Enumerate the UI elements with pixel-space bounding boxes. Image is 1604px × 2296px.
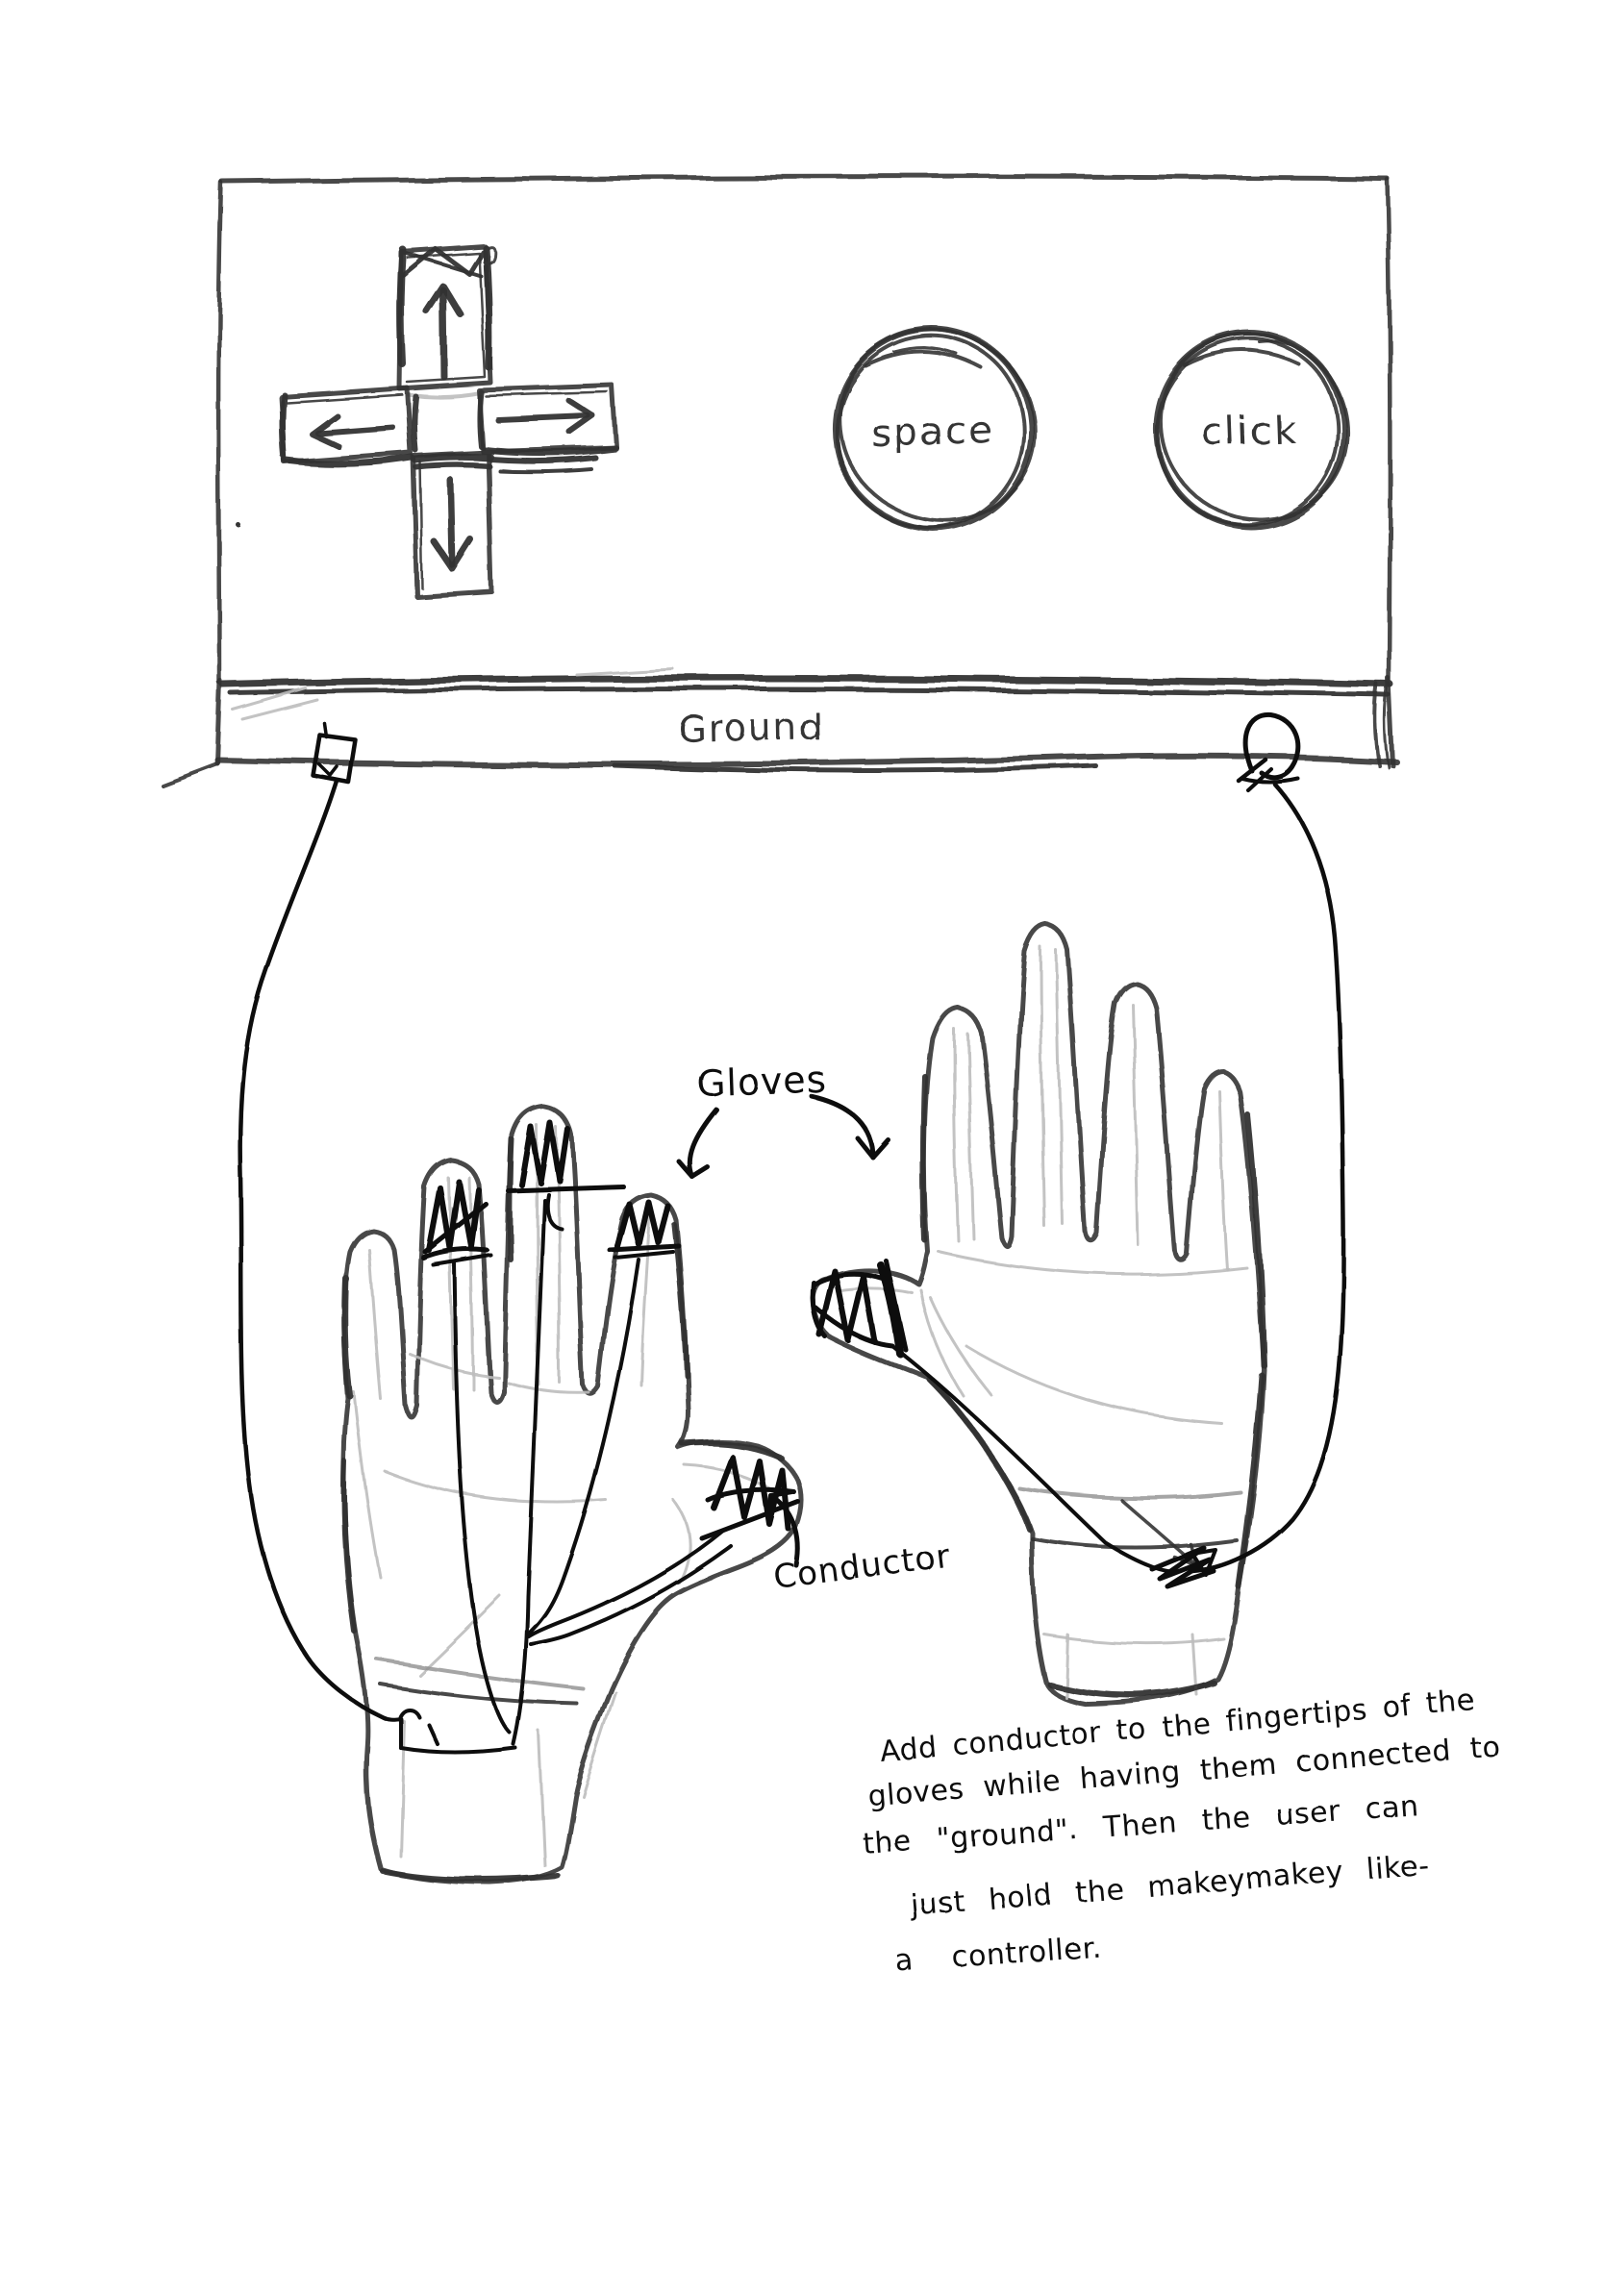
right-glove-wire (890, 1344, 1183, 1574)
dpad-left-key (278, 385, 418, 467)
ground-bar: Ground (160, 667, 1399, 786)
right-ground-connector (1236, 712, 1301, 792)
makey-makey-board (215, 174, 1393, 686)
gloves-label: Gloves (696, 1058, 827, 1105)
conductor-arrow (766, 1489, 801, 1568)
right-glove-outline (810, 922, 1266, 1707)
board-top-edge (219, 174, 1391, 185)
gloves-annotation: Gloves (676, 1058, 891, 1180)
pencil-dot (235, 521, 240, 527)
conductor-pad-index (607, 1199, 682, 1260)
conductor-pad-middle (505, 1120, 626, 1231)
dpad-up-key (396, 243, 496, 399)
right-glove-conductor (810, 1259, 909, 1358)
space-button-label: space (870, 408, 994, 456)
left-wire-terminal (398, 1708, 517, 1755)
click-button: click (1152, 330, 1350, 530)
dpad (278, 243, 619, 600)
dpad-down-key (411, 449, 495, 600)
left-ground-wire (238, 778, 403, 1722)
click-button-label: click (1201, 408, 1298, 455)
right-wrist-contact (1149, 1545, 1217, 1589)
ground-label: Ground (678, 706, 825, 751)
gloves-arrow-left (676, 1107, 719, 1180)
arrow-left-icon (309, 412, 395, 449)
note-line-5: a controller. (894, 1931, 1102, 1979)
conductor-pad-ring (420, 1180, 492, 1266)
gloves-arrow-right (809, 1093, 891, 1160)
note: Add conductor to the fingertips of the g… (862, 1684, 1501, 1979)
arrow-right-icon (495, 398, 596, 436)
space-button: space (831, 326, 1037, 532)
board-left-edge (215, 180, 224, 686)
dpad-right-key (476, 383, 619, 474)
arrow-down-icon (431, 477, 475, 573)
note-line-4: just hold the makeymakey like- (909, 1849, 1430, 1923)
right-glove (810, 922, 1266, 1707)
left-glove-wires (452, 1198, 733, 1746)
left-ground-connector (310, 721, 358, 785)
board-right-edge (1385, 177, 1393, 684)
arrow-up-icon (423, 283, 464, 381)
right-ground-wire (1190, 782, 1346, 1574)
conductor-annotation: Conductor (766, 1489, 953, 1597)
